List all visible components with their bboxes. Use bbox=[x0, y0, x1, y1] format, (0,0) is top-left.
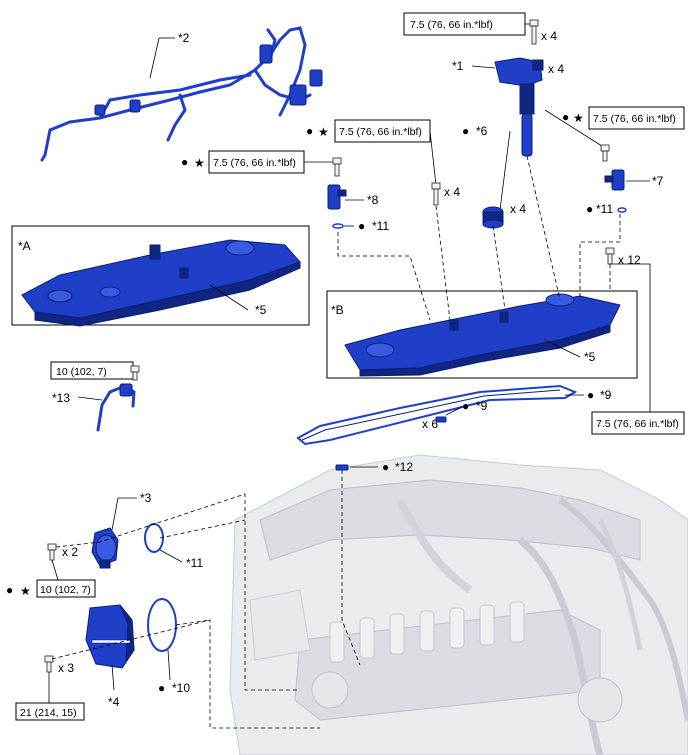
gasket-12 bbox=[335, 464, 349, 471]
torque-coil-bolt: 7.5 (76, 66 in.*lbf) bbox=[410, 19, 493, 31]
plug-tube-gasket bbox=[482, 206, 504, 229]
bullet-9b: ● bbox=[462, 399, 469, 413]
bullet-11a: ● bbox=[358, 219, 365, 233]
sensor-bolt-right bbox=[600, 144, 610, 162]
qty-coil-bolt: x 4 bbox=[541, 29, 557, 43]
qty-coil: x 4 bbox=[548, 62, 564, 76]
torque-bottom-right: 7.5 (76, 66 in.*lbf) bbox=[596, 418, 679, 430]
o-ring-10 bbox=[147, 598, 177, 652]
star-pump: ★ bbox=[20, 584, 31, 598]
label-13: *13 bbox=[52, 391, 70, 405]
label-11c: *11 bbox=[596, 202, 613, 216]
label-2: *2 bbox=[178, 31, 190, 45]
pump-bolt bbox=[47, 543, 57, 561]
torque-pump: 10 (102, 7) bbox=[40, 584, 91, 596]
coil-bolt bbox=[529, 19, 539, 45]
qty-bolt12: x 12 bbox=[618, 253, 641, 267]
qty-cover-bolt: x 4 bbox=[444, 185, 460, 199]
ignition-coil bbox=[494, 57, 544, 157]
torque-left: 7.5 (76, 66 in.*lbf) bbox=[213, 157, 296, 169]
label-9a: *9 bbox=[600, 388, 612, 402]
bolt-13 bbox=[130, 365, 140, 381]
plug-gasket-9 bbox=[435, 416, 447, 423]
bullet-12: ● bbox=[382, 460, 389, 474]
bullet-left: ● bbox=[181, 155, 188, 169]
qty-gasket9: x 6 bbox=[422, 417, 438, 431]
label-1: *1 bbox=[452, 59, 464, 73]
sensor-bolt-left bbox=[332, 157, 342, 177]
leader-2 bbox=[149, 37, 160, 79]
bullet-9a: ● bbox=[587, 388, 594, 402]
label-10: *10 bbox=[172, 681, 190, 695]
label-view-b: *B bbox=[331, 303, 344, 317]
label-9b: *9 bbox=[476, 399, 488, 413]
label-3: *3 bbox=[140, 491, 152, 505]
star-left: ★ bbox=[194, 156, 205, 170]
label-7: *7 bbox=[652, 174, 664, 188]
bullet-mid: ● bbox=[306, 124, 313, 138]
vacuum-pump-3 bbox=[91, 527, 119, 569]
o-ring-11a bbox=[332, 223, 344, 229]
bullet-11c: ● bbox=[586, 202, 593, 216]
star-right: ★ bbox=[573, 111, 584, 125]
label-11b: *11 bbox=[186, 556, 203, 570]
label-8: *8 bbox=[367, 193, 379, 207]
alignment-lines-cover bbox=[51, 619, 320, 729]
bullet-10: ● bbox=[158, 681, 165, 695]
star-mid: ★ bbox=[318, 125, 329, 139]
alignment-lines-top bbox=[337, 155, 621, 321]
cover-bolt bbox=[431, 182, 441, 206]
torque-13: 10 (102, 7) bbox=[56, 366, 107, 378]
bullet-6: ● bbox=[462, 124, 469, 138]
o-ring-11c bbox=[617, 207, 627, 213]
bracket-13 bbox=[96, 383, 136, 432]
engine-background bbox=[229, 454, 688, 755]
cylinder-head-cover-a bbox=[21, 239, 301, 327]
bullet-pump: ● bbox=[6, 583, 13, 597]
label-11a: *11 bbox=[372, 219, 389, 233]
label-6: *6 bbox=[476, 124, 488, 138]
cover-4-bolt bbox=[44, 655, 54, 673]
cover-4 bbox=[85, 604, 135, 669]
torque-box-4 bbox=[15, 702, 85, 721]
qty-cover4-bolt: x 3 bbox=[58, 661, 74, 675]
sensor-8 bbox=[327, 184, 347, 210]
wire-harness bbox=[40, 26, 323, 162]
qty-pump-bolt: x 2 bbox=[62, 545, 78, 559]
torque-box-right bbox=[588, 106, 685, 130]
qty-gasket6: x 4 bbox=[510, 202, 526, 216]
torque-mid: 7.5 (76, 66 in.*lbf) bbox=[339, 126, 422, 138]
label-12: *12 bbox=[395, 460, 413, 474]
label-view-a: *A bbox=[18, 239, 31, 253]
torque-box-bottom-right bbox=[591, 411, 685, 435]
head-cover-gasket bbox=[296, 384, 578, 446]
label-5b: *5 bbox=[584, 350, 596, 364]
torque-4: 21 (214, 15) bbox=[20, 707, 77, 719]
sensor-7 bbox=[604, 169, 625, 191]
label-5a: *5 bbox=[255, 303, 267, 317]
torque-right: 7.5 (76, 66 in.*lbf) bbox=[593, 113, 676, 125]
bullet-right: ● bbox=[562, 110, 569, 124]
label-4: *4 bbox=[108, 695, 120, 709]
bolt-12 bbox=[605, 247, 615, 265]
torque-box-pump bbox=[36, 579, 96, 598]
alignment-lines-pump bbox=[55, 493, 300, 691]
